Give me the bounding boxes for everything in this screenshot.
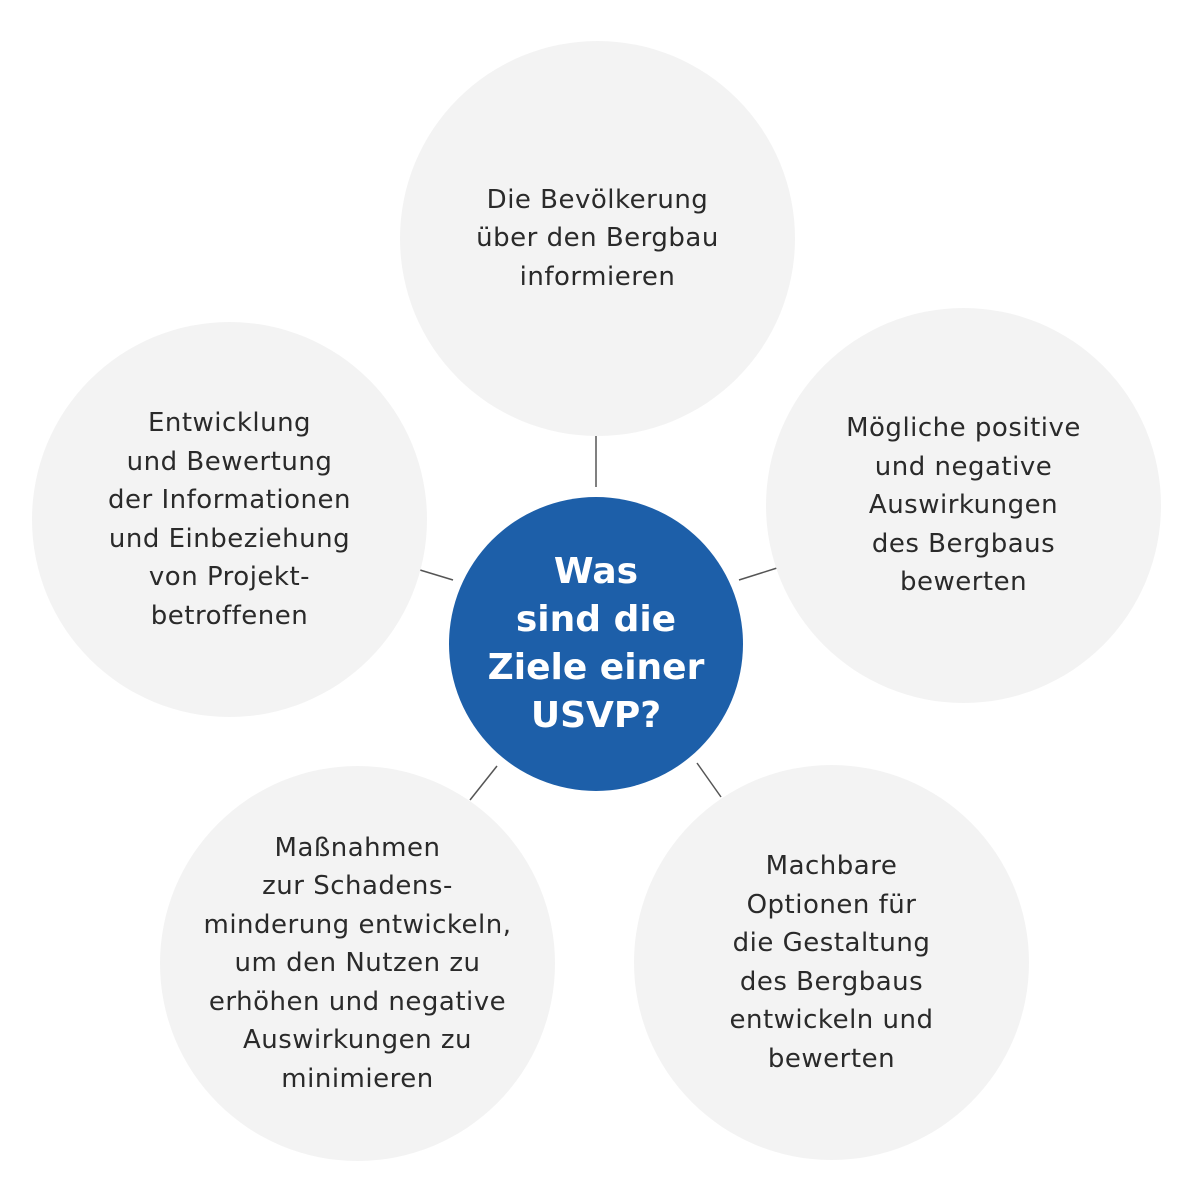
goal-circle-mitigation: Maßnahmen zur Schadens- minderung entwic… [160,766,555,1161]
goal-line: Machbare [765,851,898,881]
goal-line: betroffenen [150,600,309,631]
goal-line: minimieren [281,1063,434,1094]
goal-line: um den Nutzen zu [234,948,481,979]
goal-line: Die Bevölkerung [486,184,709,215]
goal-line: des Bergbaus [739,966,924,997]
goal-line: zur Schadens- [262,871,453,902]
goal-circle-participation: Entwicklung und Bewertung der Informatio… [32,322,427,717]
goal-line: erhöhen und negative [208,986,507,1017]
goal-line: bewerten [899,567,1028,598]
goal-line: Auswirkungen zu [242,1025,473,1056]
goal-circle-assess-impacts: Mögliche positive und negative Auswirkun… [766,308,1161,703]
goal-line: minderung entwickeln, [203,909,512,940]
goal-text: Die Bevölkerung über den Bergbau informi… [476,181,719,297]
goal-line: die Gestaltung [732,928,931,958]
goal-line: Entwicklung [147,408,312,438]
goal-line: und negative [874,451,1053,482]
connector-right [738,567,778,581]
connector-bottom-right [696,762,722,798]
goal-circle-inform: Die Bevölkerung über den Bergbau informi… [400,41,795,436]
connector-left [419,569,454,581]
goal-line: und Bewertung [126,446,333,477]
goal-line: entwickeln und [729,1005,934,1035]
center-question: Was sind die Ziele einer USVP? [488,548,705,740]
goal-text: Maßnahmen zur Schadens- minderung entwic… [204,829,512,1099]
goal-line: von Projekt- [148,562,311,592]
center-line: USVP? [530,695,662,736]
goal-line: Optionen für [746,889,917,920]
center-line: sind die [515,599,677,640]
goal-line: informieren [519,261,676,292]
goal-line: Mögliche positive [846,413,1081,444]
connector-bottom-left [469,765,498,801]
goal-line: der Informationen [108,485,351,515]
goal-circle-options: Machbare Optionen für die Gestaltung des… [634,765,1029,1160]
goal-line: des Bergbaus [871,528,1056,559]
goal-line: über den Bergbau [476,223,719,254]
goal-line: Auswirkungen [868,490,1059,521]
goal-text: Machbare Optionen für die Gestaltung des… [729,847,933,1078]
goal-line: bewerten [767,1043,896,1074]
goal-line: und Einbeziehung [108,523,351,554]
goal-line: Maßnahmen [274,832,441,863]
center-line: Ziele einer [487,647,705,688]
center-question-circle: Was sind die Ziele einer USVP? [449,497,743,791]
goal-text: Mögliche positive und negative Auswirkun… [846,409,1081,602]
center-line: Was [553,551,639,592]
goal-text: Entwicklung und Bewertung der Informatio… [108,404,351,635]
